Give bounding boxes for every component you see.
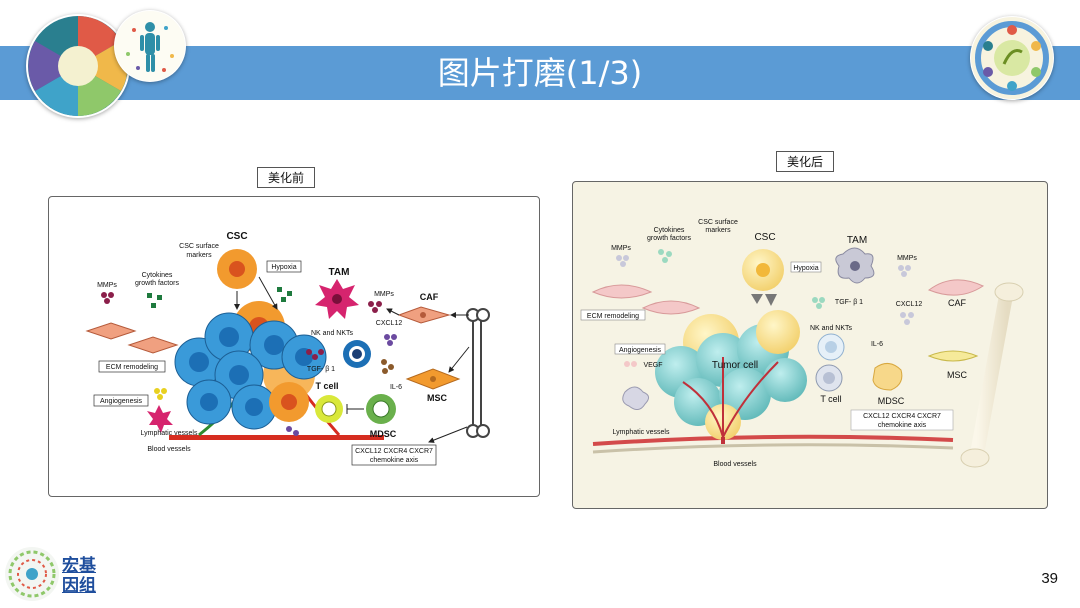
before-cytokines-2: growth factors <box>135 280 179 287</box>
before-caf-label: CAF <box>420 292 439 302</box>
before-tgf-label: TGF- β 1 <box>307 366 335 373</box>
after-figure: Tumor cell CSC CSC surface markers Hypox… <box>572 181 1048 509</box>
slide-title: 图片打磨(1/3) <box>437 54 643 92</box>
after-vegf-label: VEGF <box>643 362 662 369</box>
after-caption: 美化后 <box>776 151 835 172</box>
after-mdsc-label: MDSC <box>878 396 905 406</box>
after-cytokines-1: Cytokines <box>654 227 685 234</box>
footer-brand-line1: 宏基 <box>62 556 96 576</box>
after-cxcl12-label: CXCL12 <box>896 301 923 308</box>
before-mdsc-label: MDSC <box>370 429 397 439</box>
microbiome-logo <box>26 14 130 118</box>
after-blood-label: Blood vessels <box>713 461 757 468</box>
before-lymphatic-label: Lymphatic vessels <box>141 430 198 437</box>
after-tam-label: TAM <box>847 235 867 246</box>
after-mmps-left: MMPs <box>611 245 631 252</box>
after-caf-label: CAF <box>948 298 967 308</box>
after-lymphatic-label: Lymphatic vessels <box>613 429 670 436</box>
after-il6-label: IL-6 <box>871 341 883 348</box>
after-csc-label: CSC <box>754 232 775 243</box>
before-il6-label: IL-6 <box>390 384 402 391</box>
after-hypoxia-label: Hypoxia <box>793 265 818 272</box>
after-ecm-label: ECM remodeling <box>587 313 639 320</box>
before-tcell-label: T cell <box>315 381 338 391</box>
after-chemokine-1: CXCL12 CXCR4 CXCR7 <box>863 413 941 420</box>
before-csc-markers-1: CSC surface <box>179 243 219 250</box>
before-msc-label: MSC <box>427 393 448 403</box>
after-cytokines-2: growth factors <box>647 235 691 242</box>
page-number: 39 <box>1041 570 1058 587</box>
before-caption: 美化前 <box>257 167 316 188</box>
after-csc-markers-2: markers <box>705 227 731 234</box>
after-angiogenesis-label: Angiogenesis <box>619 347 662 354</box>
human-figure-logo <box>114 10 186 82</box>
ecosystem-logo <box>970 16 1054 100</box>
after-tumor-cluster <box>655 310 807 444</box>
before-tam-label: TAM <box>329 267 350 278</box>
after-nk-label: NK and NKTs <box>810 325 853 332</box>
before-mmps-left: MMPs <box>97 282 117 289</box>
tumor-cluster <box>174 301 327 430</box>
after-chemokine-2: chemokine axis <box>878 422 927 429</box>
after-tgf-label: TGF- β 1 <box>835 299 863 306</box>
before-chemokine-1: CXCL12 CXCR4 CXCR7 <box>355 448 433 455</box>
before-csc-markers-2: markers <box>186 252 212 259</box>
after-mmps-right: MMPs <box>897 255 917 262</box>
after-tcell-label: T cell <box>820 394 841 404</box>
before-chemokine-2: chemokine axis <box>370 457 419 464</box>
before-ecm-label: ECM remodeling <box>106 364 158 371</box>
before-cxcl12-label: CXCL12 <box>376 320 403 327</box>
after-tumor-label: Tumor cell <box>712 360 758 371</box>
before-hypoxia-label: Hypoxia <box>271 264 296 271</box>
footer-logo <box>4 546 60 602</box>
before-angiogenesis-label: Angiogenesis <box>100 398 143 405</box>
footer-brand-line2: 因组 <box>62 576 96 596</box>
before-blood-label: Blood vessels <box>147 446 191 453</box>
before-mmps-right: MMPs <box>374 291 394 298</box>
after-csc-markers-1: CSC surface <box>698 219 738 226</box>
before-figure: CSC CSC surface markers Hypoxia TAM MMPs… <box>48 196 540 497</box>
after-msc-label: MSC <box>947 370 968 380</box>
before-csc-label: CSC <box>226 231 247 242</box>
footer-brand[interactable]: 宏基 因组 <box>62 556 96 596</box>
before-nk-label: NK and NKTs <box>311 330 354 337</box>
before-cytokines-1: Cytokines <box>142 272 173 279</box>
